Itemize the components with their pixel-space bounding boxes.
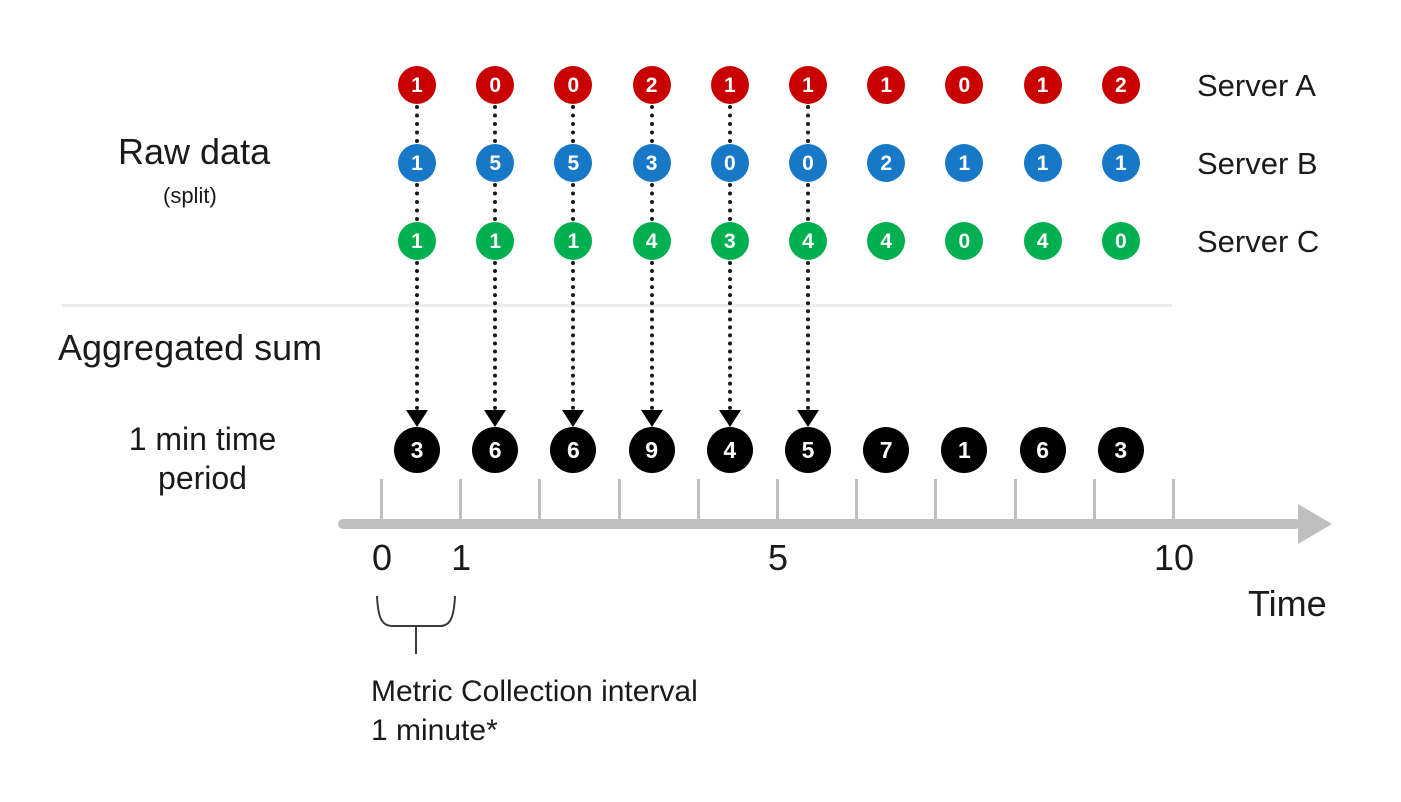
data-dot-server-c-t3: 4 [632,222,671,260]
connector-line-t2-seg0 [571,105,576,143]
axis-tick-3 [617,479,621,523]
connector-line-t1-seg1 [493,183,498,221]
axis-tick-8 [1013,479,1017,523]
axis-tick-label-5: 5 [767,537,789,578]
connector-line-t3-seg0 [649,105,654,143]
time-axis-arrow [1298,504,1332,544]
series-label-server-c: Server C [1197,224,1320,259]
data-dot-server-b-t1: 5 [476,144,515,182]
connector-arrow-t3 [640,410,663,427]
connector-line-t5-seg1 [806,183,810,221]
connector-line-t2-seg1 [571,183,576,221]
data-dot-server-a-t8: 1 [1023,66,1062,104]
data-dot-server-a-t0: 1 [398,66,436,104]
data-dot-server-a-t2: 0 [554,66,593,104]
data-dot-server-c-t9: 0 [1101,222,1140,260]
connector-line-t4-seg1 [727,183,732,221]
series-label-server-a: Server A [1197,68,1316,103]
connector-arrow-t0 [406,410,428,427]
data-dot-server-c-t7: 0 [945,222,984,260]
data-dot-server-b-t4: 0 [710,144,749,182]
data-dot-server-b-t0: 1 [398,144,436,182]
axis-tick-9 [1092,479,1096,523]
aggregated-sum-title: Aggregated sum [58,327,323,368]
data-dot-server-a-t5: 1 [789,66,827,104]
axis-tick-0 [380,479,383,523]
axis-tick-5 [776,479,779,523]
axis-tick-1 [459,479,463,523]
data-dot-server-b-t5: 0 [789,144,827,182]
connector-line-t1-seg0 [493,105,498,143]
data-dot-server-b-t9: 1 [1101,144,1140,182]
connector-line-t4-seg0 [727,105,732,143]
axis-tick-10 [1172,479,1175,523]
data-dot-server-b-t7: 1 [945,144,984,182]
aggregated-sum-dot-t7: 1 [941,427,988,473]
aggregated-sum-dot-t8: 6 [1019,427,1066,473]
connector-line-t0-seg1 [415,183,419,221]
data-dot-server-a-t9: 2 [1101,66,1140,104]
connector-line-t2-seg2 [571,261,576,410]
raw-data-subtitle: (split) [163,183,217,208]
data-dot-server-a-t4: 1 [710,66,749,104]
aggregated-sum-dot-t5: 5 [785,427,831,473]
data-dot-server-b-t2: 5 [554,144,593,182]
axis-tick-label-0: 0 [371,537,393,578]
data-dot-server-a-t7: 0 [945,66,984,104]
connector-arrow-t1 [484,410,507,427]
aggregated-sum-dot-t3: 9 [628,427,675,473]
aggregated-sum-dot-t1: 6 [472,427,519,473]
data-dot-server-a-t6: 1 [867,66,906,104]
data-dot-server-c-t4: 3 [710,222,749,260]
axis-tick-4 [696,479,700,523]
one-min-time-period-label: 1 min time period [128,421,277,497]
connector-line-t5-seg0 [806,105,810,143]
aggregated-sum-dot-t6: 7 [863,427,910,473]
connector-line-t5-seg2 [806,261,810,410]
data-dot-server-c-t5: 4 [789,222,827,260]
data-dot-server-a-t3: 2 [632,66,671,104]
axis-tick-7 [934,479,938,523]
axis-tick-label-1: 1 [451,537,472,578]
connector-line-t1-seg2 [493,261,498,410]
series-label-server-b: Server B [1197,146,1318,181]
connector-line-t0-seg0 [415,105,419,143]
connector-line-t3-seg1 [649,183,654,221]
time-axis-bar [338,519,1300,529]
connector-arrow-t5 [797,410,819,427]
section-divider [62,304,1172,307]
axis-tick-6 [855,479,859,523]
connector-arrow-t4 [718,410,741,427]
aggregated-sum-dot-t4: 4 [706,427,753,473]
data-dot-server-c-t1: 1 [476,222,515,260]
data-dot-server-b-t6: 2 [867,144,906,182]
raw-data-title: Raw data [118,131,271,172]
axis-tick-2 [538,479,542,523]
aggregated-sum-dot-t2: 6 [550,427,597,473]
connector-line-t0-seg2 [415,261,419,410]
data-dot-server-c-t8: 4 [1023,222,1062,260]
connector-arrow-t2 [562,410,585,427]
data-dot-server-b-t3: 3 [632,144,671,182]
aggregated-sum-dot-t0: 3 [394,427,440,473]
data-dot-server-c-t0: 1 [398,222,436,260]
axis-name-time: Time [1248,583,1327,624]
collection-interval-caption: Metric Collection interval 1 minute* [371,675,698,747]
data-dot-server-a-t1: 0 [476,66,515,104]
aggregated-sum-dot-t9: 3 [1097,427,1144,473]
connector-line-t4-seg2 [727,261,732,410]
connector-line-t3-seg2 [649,261,654,410]
data-dot-server-b-t8: 1 [1023,144,1062,182]
axis-tick-label-10: 10 [1153,537,1195,578]
data-dot-server-c-t2: 1 [554,222,593,260]
data-dot-server-c-t6: 4 [867,222,906,260]
